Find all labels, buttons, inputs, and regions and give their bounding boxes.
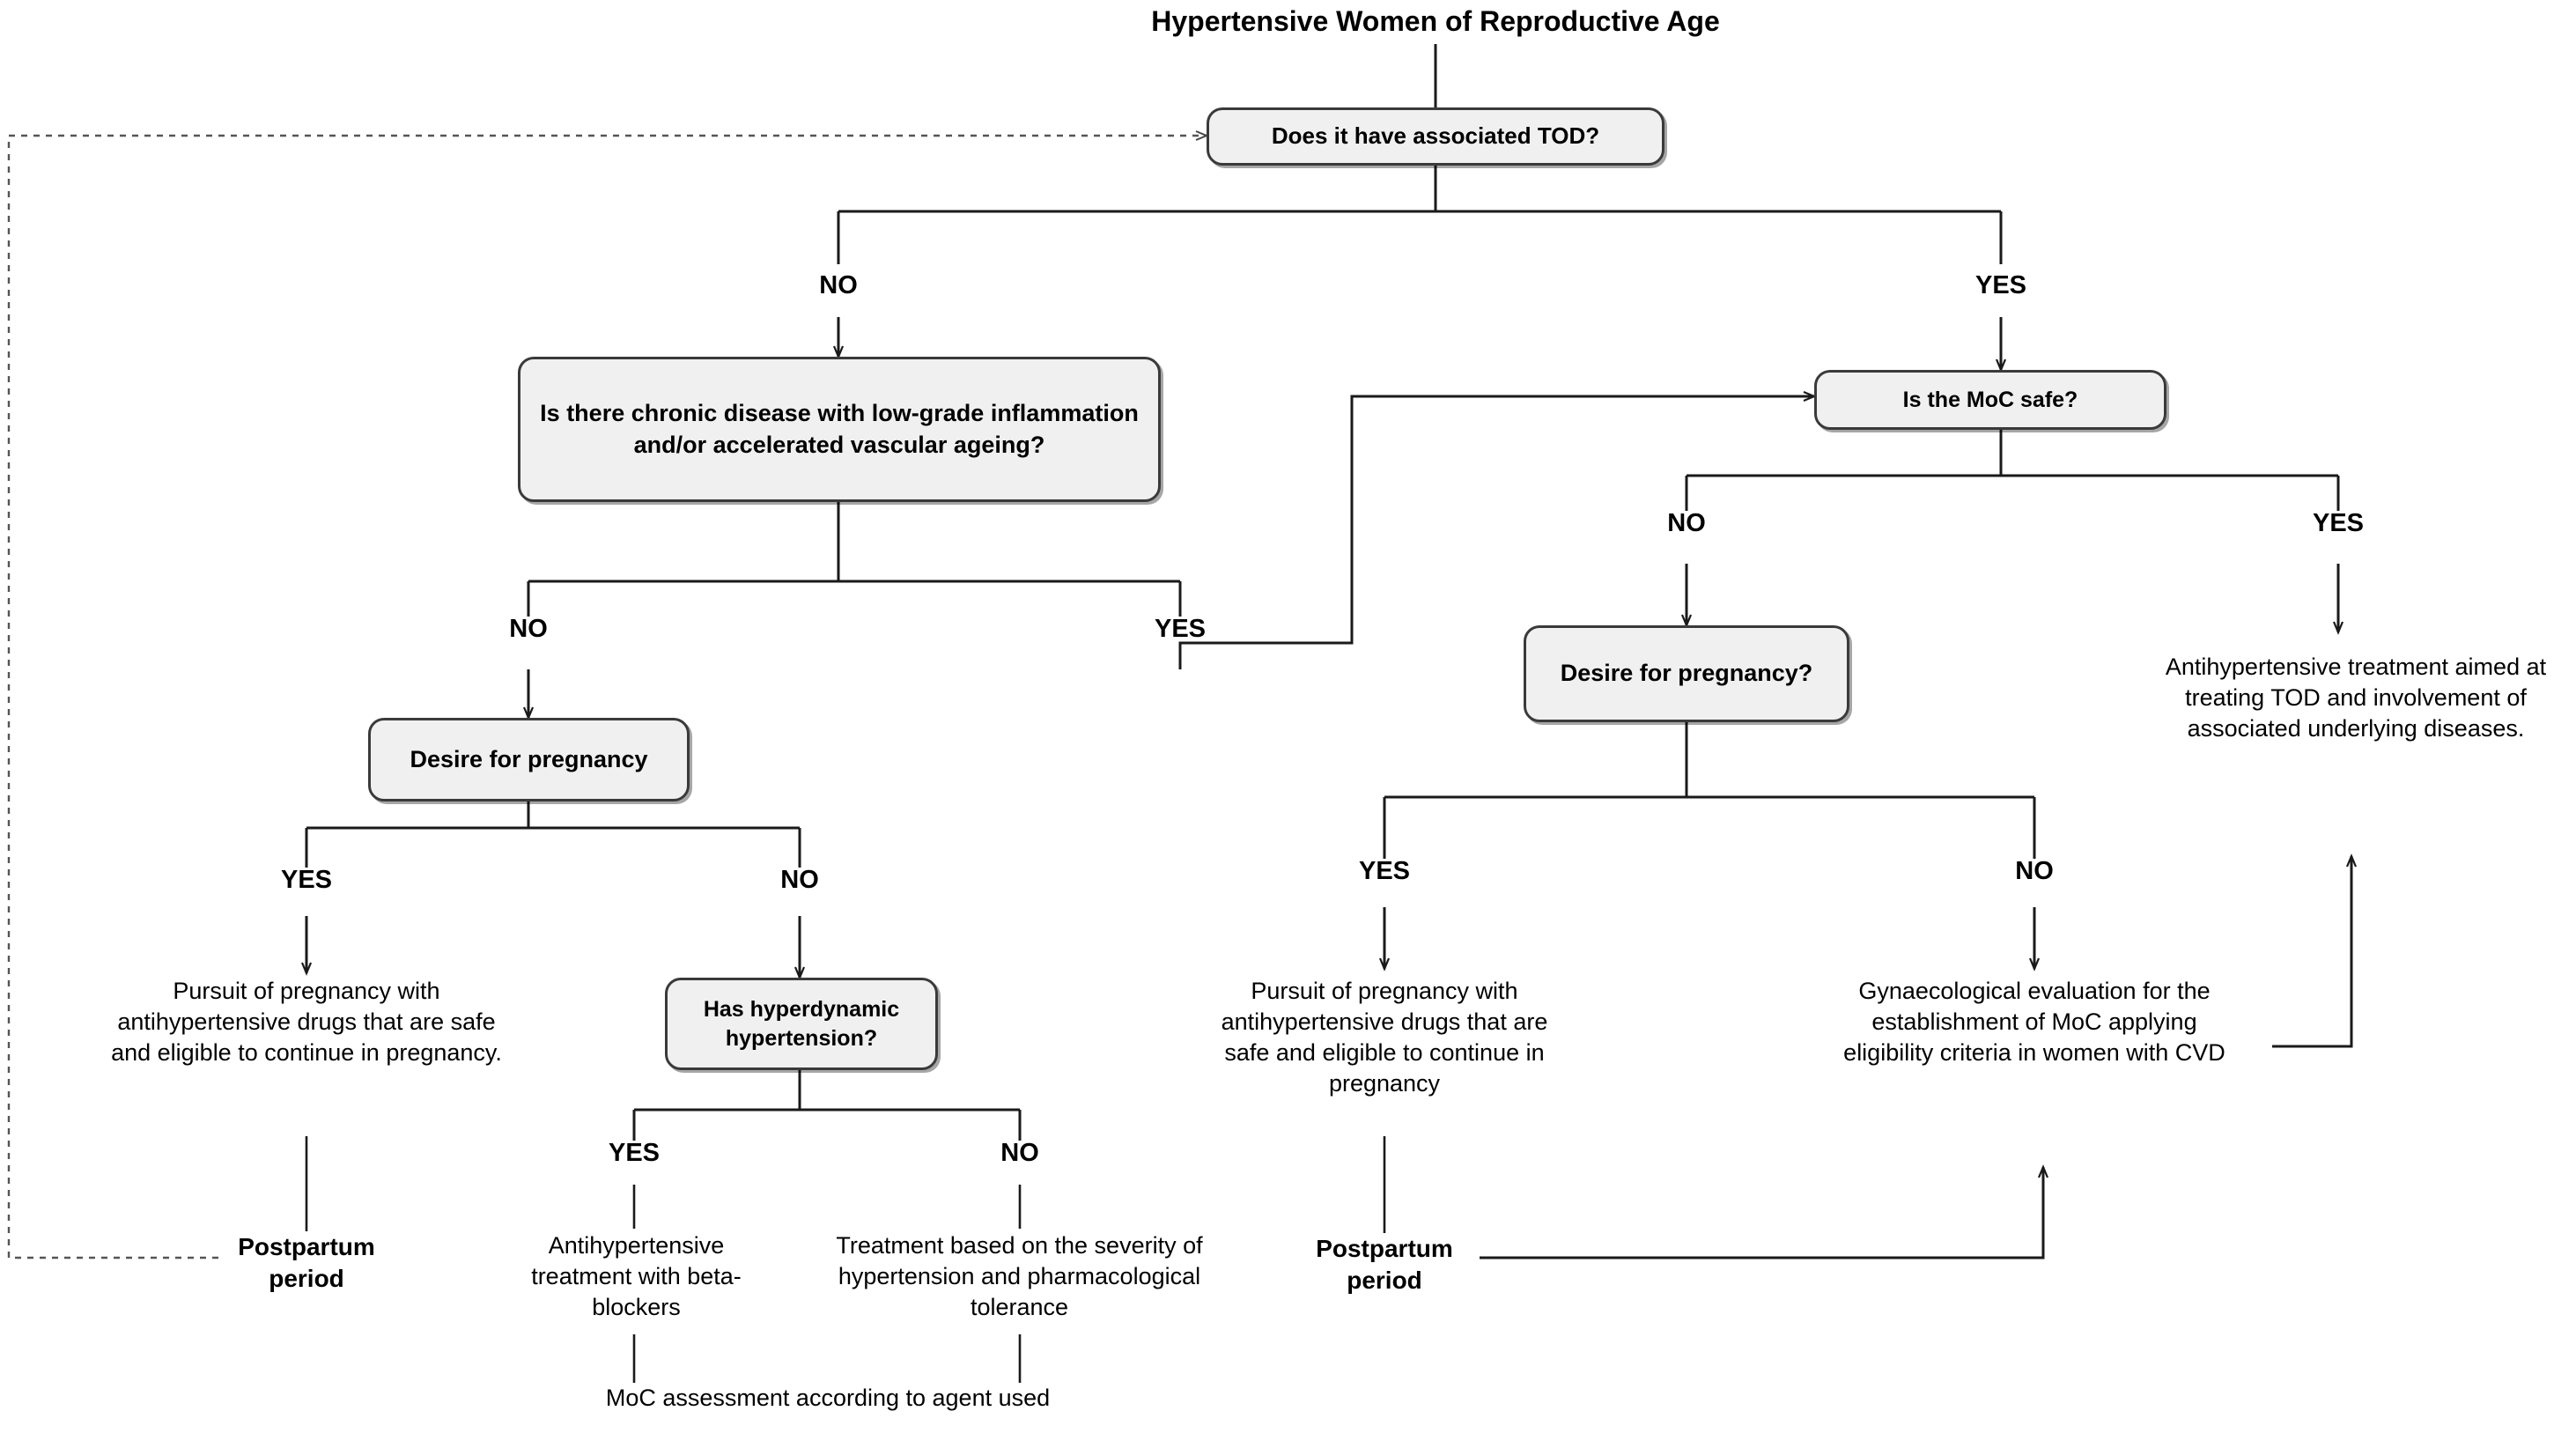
node-chronic-disease[interactable]: Is there chronic disease with low-grade … xyxy=(518,357,1161,502)
text-beta-blockers: Antihypertensive treatment with beta-blo… xyxy=(531,1232,742,1321)
node-associated-tod[interactable]: Does it have associated TOD? xyxy=(1207,107,1664,166)
node-hyperdynamic-hypertension[interactable]: Has hyperdynamic hypertension? xyxy=(665,978,938,1070)
text-gynaecological-evaluation: Gynaecological evaluation for the establ… xyxy=(1843,978,2225,1067)
page-title: Hypertensive Women of Reproductive Age xyxy=(1151,5,1720,37)
edge-label-desire-left-yes: YES xyxy=(280,866,333,894)
edge-label-moc-yes: YES xyxy=(2312,509,2365,537)
edge-label-hyperdynamic-yes: YES xyxy=(608,1139,661,1167)
node-desire-for-pregnancy-left[interactable]: Desire for pregnancy xyxy=(368,718,690,801)
edge-label-desire-right-no: NO xyxy=(2015,857,2054,885)
edge-label-tod-yes: YES xyxy=(1974,271,2027,299)
text-pursuit-pregnancy-left: Pursuit of pregnancy with antihypertensi… xyxy=(111,978,502,1067)
text-postpartum-period-right: Postpartum period xyxy=(1316,1235,1453,1295)
edge-label-tod-no: NO xyxy=(819,271,858,299)
text-postpartum-period-left: Postpartum period xyxy=(238,1233,375,1293)
text-moc-assessment: MoC assessment according to agent used xyxy=(605,1385,1051,1411)
wire-gynae-to-antihypertensive xyxy=(2272,856,2351,1048)
wire-postpartum-right-to-gynae xyxy=(1480,1167,2043,1259)
node-moc-safe[interactable]: Is the MoC safe? xyxy=(1814,370,2166,430)
text-severity-treatment: Treatment based on the severity of hyper… xyxy=(836,1232,1203,1321)
edge-label-chronic-yes: YES xyxy=(1154,615,1207,643)
text-antihypertensive-tod: Antihypertensive treatment aimed at trea… xyxy=(2165,654,2547,742)
node-desire-for-pregnancy-right[interactable]: Desire for pregnancy? xyxy=(1524,625,1849,722)
edge-label-desire-left-no: NO xyxy=(780,866,819,894)
text-pursuit-pregnancy-right: Pursuit of pregnancy with antihypertensi… xyxy=(1221,978,1548,1097)
edge-label-hyperdynamic-no: NO xyxy=(1000,1139,1039,1167)
edge-label-chronic-no: NO xyxy=(509,615,548,643)
edge-label-moc-no: NO xyxy=(1667,509,1706,537)
edge-label-desire-right-yes: YES xyxy=(1358,857,1411,885)
wire-feedback-loop-dotted xyxy=(7,130,1209,1259)
